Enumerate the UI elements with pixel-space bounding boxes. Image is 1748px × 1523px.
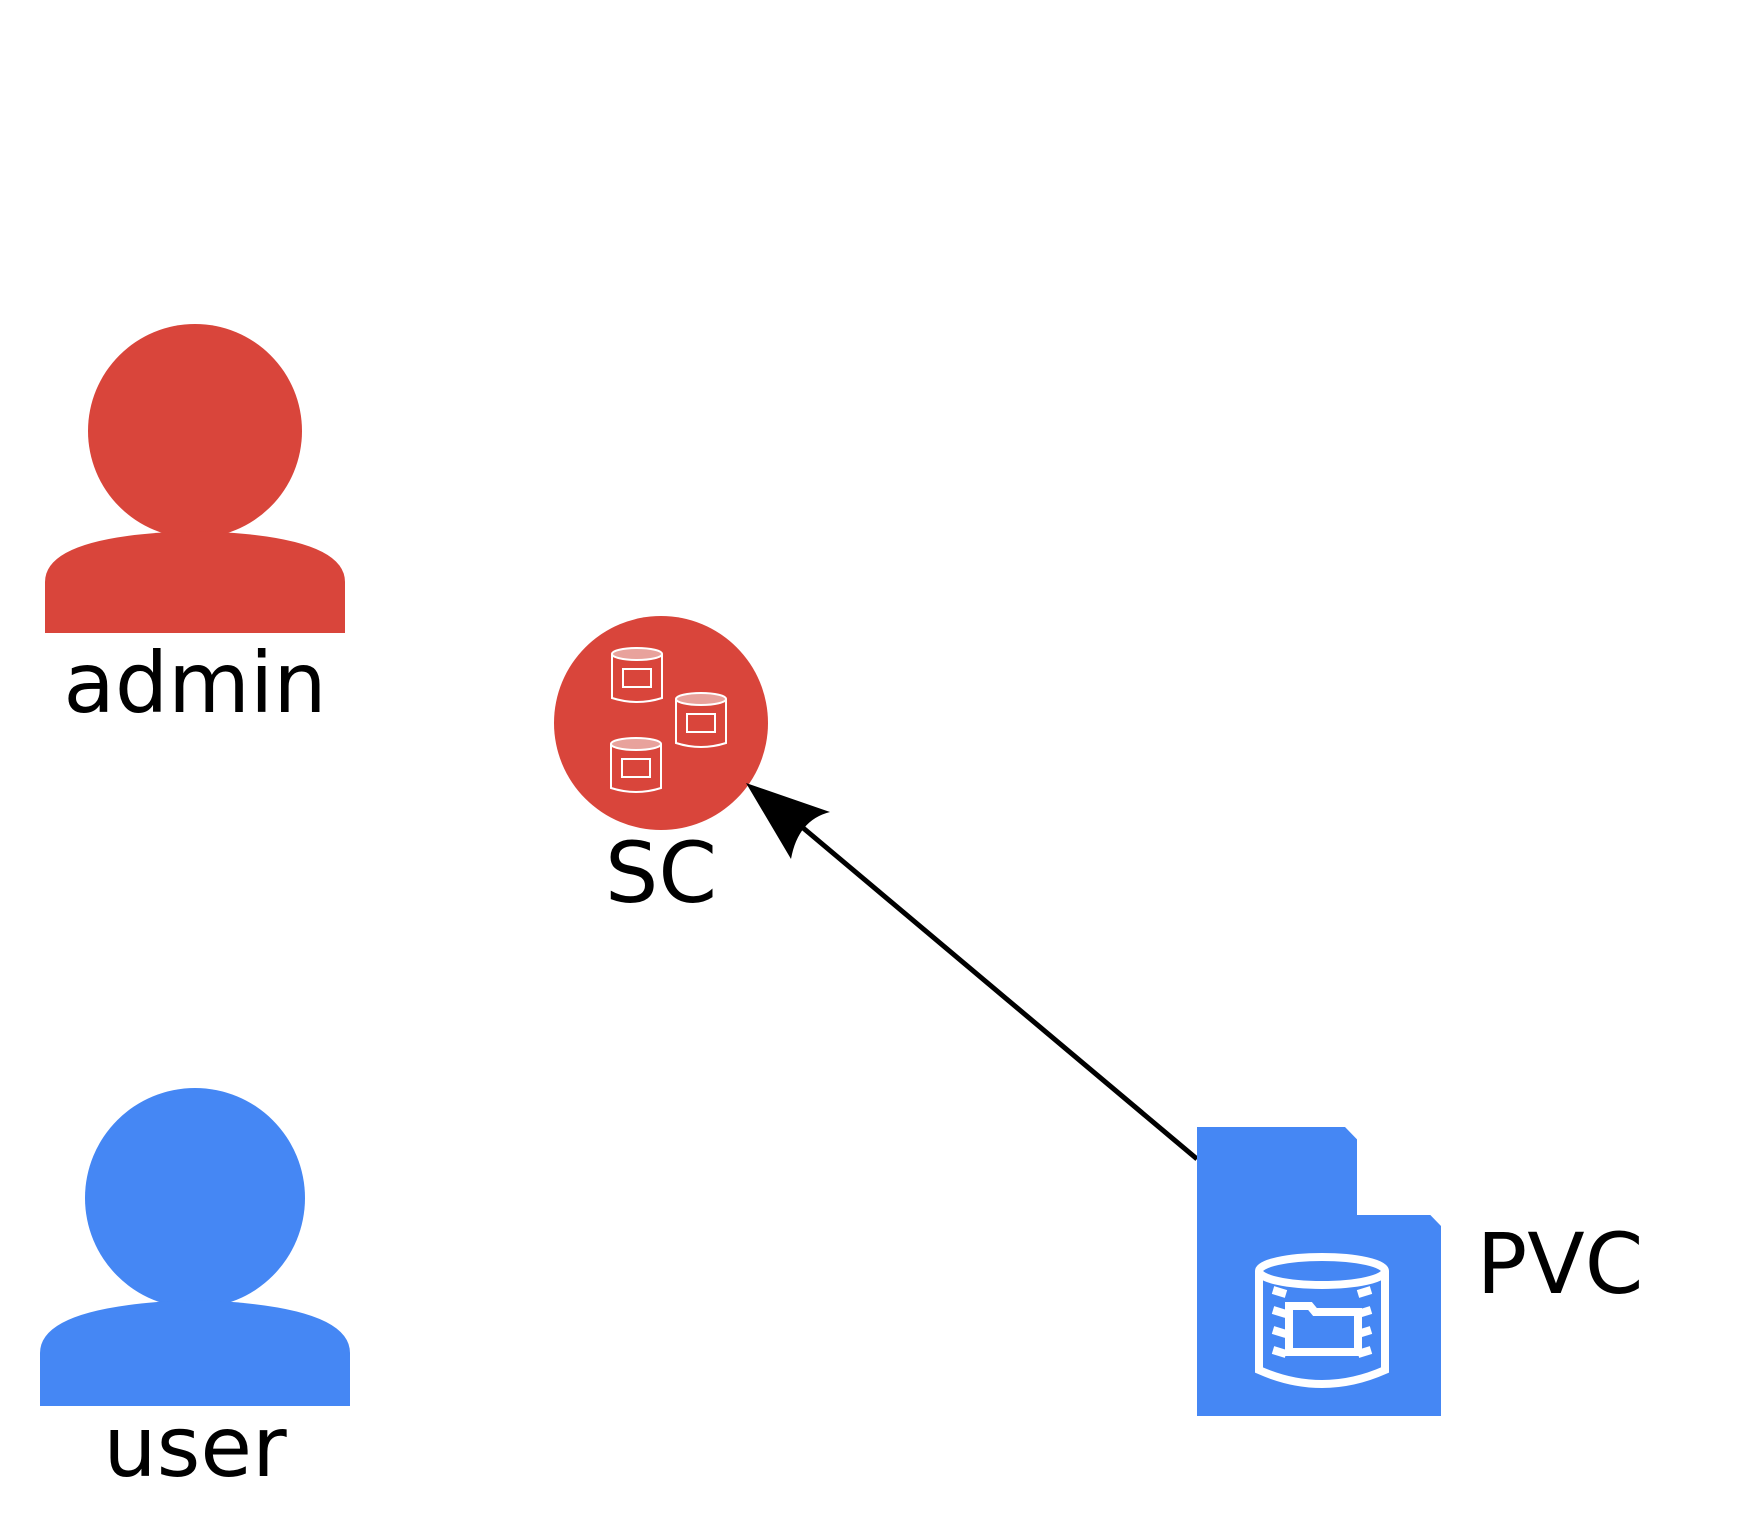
admin-user-icon xyxy=(45,324,345,633)
pvc-label: PVC xyxy=(1477,1215,1644,1313)
user-node[interactable]: user xyxy=(40,1088,350,1496)
storage-cylinder-icon xyxy=(675,692,727,748)
storage-cylinder-icon xyxy=(610,737,662,793)
storage-cylinder-icon xyxy=(611,647,663,703)
edge-pvc-to-sc xyxy=(746,783,1199,1161)
sc-label: SC xyxy=(605,824,717,922)
document-icon xyxy=(1197,1127,1441,1416)
pvc-node[interactable]: PVC xyxy=(1197,1127,1643,1416)
document-fold xyxy=(1357,1133,1436,1215)
database-icon xyxy=(1255,1253,1389,1388)
admin-node[interactable]: admin xyxy=(45,324,345,732)
user-label: user xyxy=(103,1398,287,1496)
sc-node[interactable]: SC xyxy=(554,616,768,922)
user-user-icon xyxy=(40,1088,350,1406)
arrowhead-icon xyxy=(746,783,830,859)
sc-circle xyxy=(554,616,768,830)
storage-class-icon xyxy=(610,647,727,793)
admin-label: admin xyxy=(63,634,326,732)
edge-line xyxy=(800,825,1199,1161)
persistent-volume-claim-icon xyxy=(1197,1127,1441,1416)
